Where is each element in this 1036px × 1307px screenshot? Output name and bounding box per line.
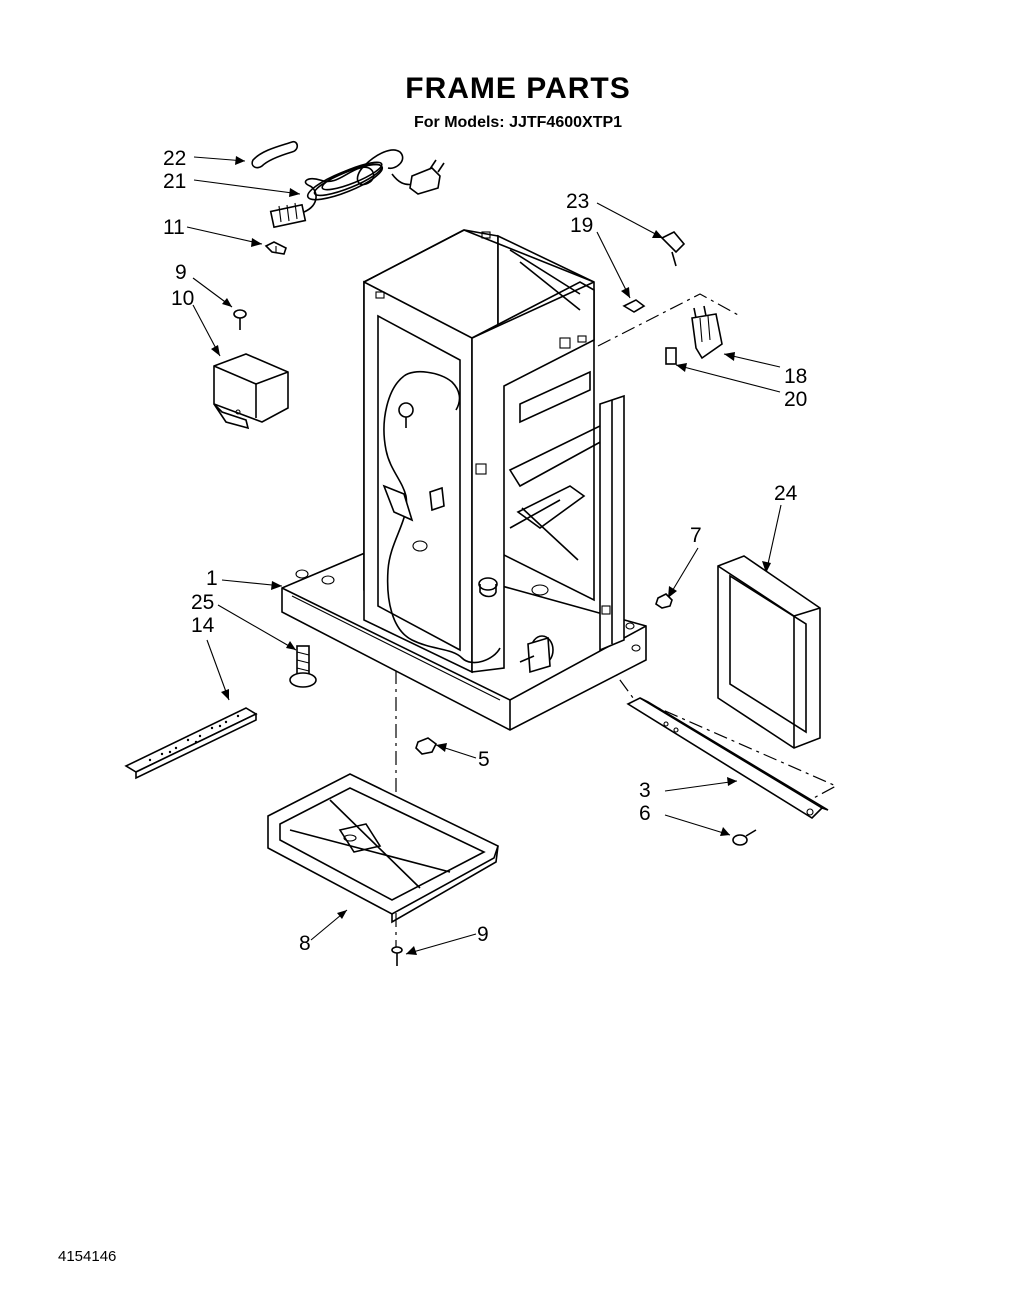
callout-23: 23 xyxy=(566,190,589,213)
screw-6-part xyxy=(732,829,757,846)
screw-11-part xyxy=(264,241,287,255)
callout-20: 20 xyxy=(784,388,807,411)
model-subtitle: For Models: JJTF4600XTP1 xyxy=(413,114,623,131)
power-cord-part xyxy=(269,149,445,229)
rail-3-part xyxy=(626,697,829,820)
callout-19: 19 xyxy=(570,214,593,237)
callout-7: 7 xyxy=(690,524,702,547)
leveling-foot-25-part xyxy=(289,645,317,688)
screw-9-top-part xyxy=(233,309,247,330)
screw-19-part xyxy=(622,299,646,313)
nut-5-part xyxy=(415,737,438,755)
screw-9-bottom-part xyxy=(391,946,403,966)
callout-1: 1 xyxy=(206,567,218,590)
page-title: FRAME PARTS xyxy=(405,72,631,105)
callout-11: 11 xyxy=(163,216,185,239)
callout-14: 14 xyxy=(191,614,215,637)
callout-9-top: 9 xyxy=(175,261,187,284)
cover-bracket-part xyxy=(213,353,289,430)
callout-22: 22 xyxy=(163,147,186,170)
callout-18: 18 xyxy=(784,365,807,388)
callout-21: 21 xyxy=(163,170,186,193)
motor-4-part xyxy=(519,635,554,674)
clip-15-part xyxy=(429,486,445,512)
door-panel-24-part xyxy=(717,555,821,749)
base-pan-8-part xyxy=(267,773,499,924)
callout-6: 6 xyxy=(639,802,651,825)
strip-14-part xyxy=(124,707,258,780)
callout-10: 10 xyxy=(171,287,194,310)
callout-25: 25 xyxy=(191,591,214,614)
main-frame-part xyxy=(281,229,647,731)
callout-3: 3 xyxy=(639,779,651,802)
cord-clamp-part xyxy=(251,140,299,169)
grommet-2-part xyxy=(398,402,414,428)
callout-9-bottom: 9 xyxy=(477,923,489,946)
callout-8: 8 xyxy=(299,932,311,955)
document-number: 4154146 xyxy=(58,1248,117,1265)
callout-24: 24 xyxy=(774,482,798,505)
switch-18-part xyxy=(691,305,723,360)
callout-5: 5 xyxy=(478,748,490,771)
clip-23-part xyxy=(660,231,686,267)
nut-7-part xyxy=(655,593,673,609)
bumper-12-part xyxy=(478,577,498,598)
bracket-20-part xyxy=(665,347,677,365)
